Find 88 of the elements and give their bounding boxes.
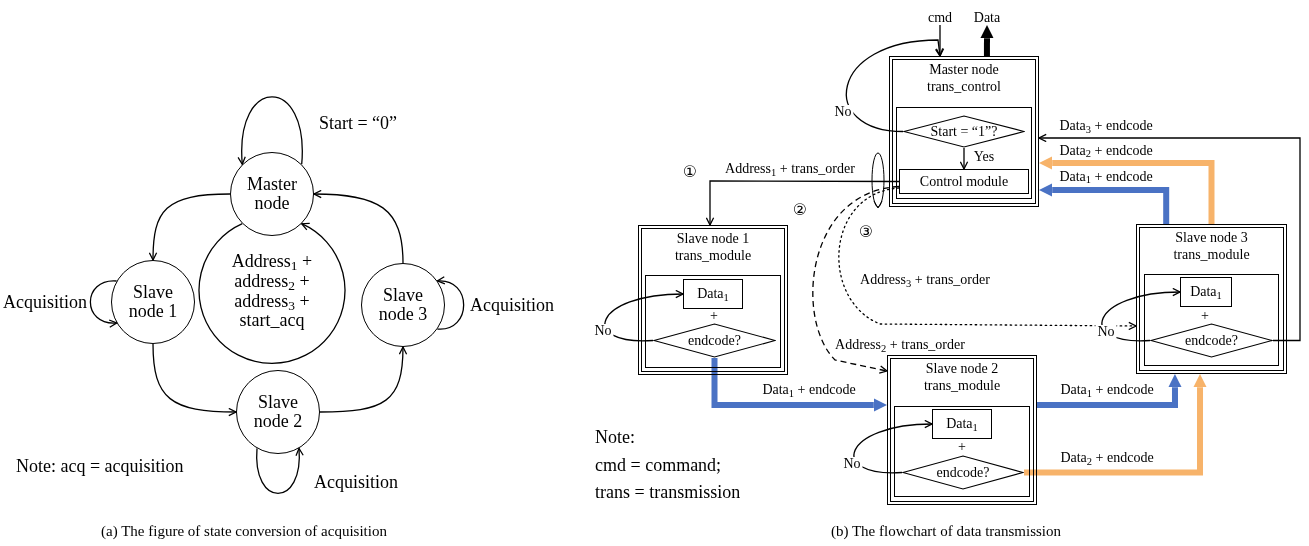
module-box [887, 355, 1037, 505]
loop-arrow [89, 280, 118, 327]
module-box [638, 225, 788, 375]
arrow [853, 420, 933, 474]
process-box [1180, 277, 1232, 307]
caption: (a) The figure of state conversion of acquisition [101, 523, 387, 539]
operator-symbol: + [710, 309, 718, 323]
edge-label: Acquisition [312, 473, 400, 491]
arrow [705, 180, 900, 226]
thick-arrow [1039, 183, 1170, 224]
caption: (b) The flowchart of data transmission [830, 523, 1062, 539]
loop-arrow [198, 223, 346, 365]
dashed-arrow [838, 187, 1137, 331]
node-label: Start = “1”? [930, 124, 998, 139]
node-label: Data$_{1}$ [946, 417, 978, 431]
edge-label: Acquisition [1, 293, 89, 311]
decision-diamond [653, 323, 776, 358]
module-box [1136, 224, 1287, 374]
thick-arrow [711, 358, 887, 412]
inner-box [894, 406, 1030, 497]
thick-arrow [1024, 374, 1207, 476]
node-label: Slave node 2 [252, 393, 304, 431]
module-box [889, 56, 1039, 207]
arrow [959, 147, 969, 170]
callout-number: ① [682, 164, 698, 180]
operator-symbol: + [958, 440, 966, 454]
node-label: Slave node 3 trans_module [1172, 230, 1251, 264]
thick-arrow [1037, 374, 1182, 408]
note-text: Note: acq = acquisition [16, 457, 184, 475]
inner-box [645, 275, 781, 368]
edge-label: Address$_{2}$ + trans_order [833, 338, 967, 352]
edge-label: Data$_{1}$ + endcode [1058, 383, 1156, 397]
edge-label: Data$_{1}$ + endcode [1057, 169, 1155, 184]
edge-label: No [1095, 325, 1117, 339]
edge-label: Address$_{1}$ + trans_order [723, 162, 857, 176]
arrow [319, 346, 407, 413]
node-label: Control module [919, 174, 1009, 189]
note-text: trans = transmission [595, 483, 741, 501]
node-label: endcode? [936, 465, 990, 480]
edge-label: Address$_{1}$ + address$_{2}$ + address$_{3}$ + start_acq [230, 252, 314, 332]
arrow [148, 193, 231, 261]
edge-label: Address$_{3}$ + trans_order [858, 273, 992, 287]
thick-arrow [980, 25, 994, 56]
node-label: Slave node 2 trans_module [922, 361, 1002, 395]
decision-diamond [1150, 323, 1273, 358]
edge-label: Data$_{1}$ + endcode [760, 383, 858, 397]
node-label: Master node trans_control [926, 62, 1002, 96]
edge-label: Data$_{3}$ + endcode [1057, 119, 1155, 133]
node-label: Slave node 1 [127, 283, 179, 321]
process-box [932, 409, 992, 439]
edge-label: No [841, 457, 863, 471]
note-text: cmd = command; [595, 456, 722, 474]
node-label: Data$_{1}$ [697, 287, 729, 301]
node-label: Slave node 3 [377, 286, 429, 324]
arrow [313, 189, 404, 264]
signal-label: cmd [925, 6, 955, 25]
arrow [604, 290, 684, 342]
edge-label: Yes [971, 150, 997, 164]
node-label: Data$_{1}$ [1190, 285, 1222, 299]
node-label: endcode? [688, 333, 741, 348]
dashed-arrow [812, 185, 900, 374]
thick-arrow [1039, 156, 1215, 224]
inner-box [896, 107, 1032, 199]
edge-label: No [832, 105, 854, 119]
decision-diamond [902, 455, 1024, 490]
node-label: endcode? [1185, 333, 1238, 348]
node-label: Master node [246, 175, 298, 213]
decision-diamond [903, 115, 1025, 148]
inner-box [1144, 274, 1279, 366]
process-box [683, 279, 743, 309]
arrow [152, 343, 237, 417]
edge-label: Data$_{2}$ + endcode [1057, 143, 1155, 158]
loop-arrow [237, 96, 303, 165]
loop-arrow [436, 277, 465, 330]
signal-label: Data [970, 6, 1004, 25]
arrow [845, 39, 944, 133]
edge-label: No [592, 324, 614, 338]
callout-number: ② [792, 202, 808, 218]
callout-number: ③ [858, 224, 874, 240]
process-box [899, 169, 1029, 194]
loop-arrow [256, 447, 304, 494]
edge-label: Acquisition [468, 296, 556, 314]
edge-label: Data$_{2}$ + endcode [1058, 451, 1156, 465]
arrow [1038, 133, 1301, 342]
node-label: Slave node 1 trans_module [673, 231, 753, 265]
note-text: Note: [595, 428, 635, 446]
operator-symbol: + [1201, 309, 1209, 323]
arrow [1101, 288, 1181, 342]
